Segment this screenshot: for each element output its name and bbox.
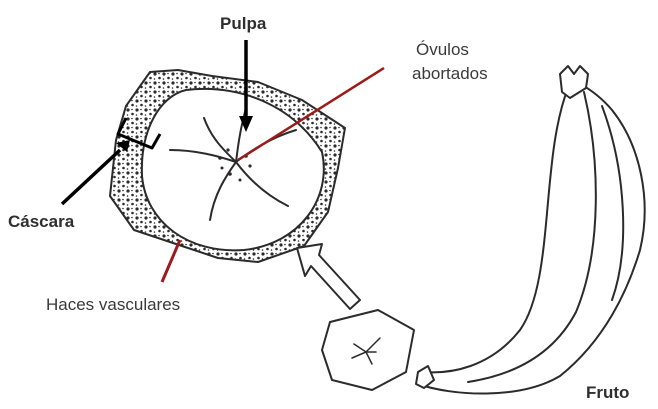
fruto-label: Fruto [586,383,629,403]
haces-vasculares-label: Haces vasculares [46,295,180,315]
locule-lines [170,108,296,220]
pulpa-label: Pulpa [220,14,266,34]
small-cross-section [322,310,414,390]
banana-fruit [416,66,645,394]
haces-pointer [162,240,180,282]
cascara-label: Cáscara [8,212,74,232]
cross-section [110,70,345,262]
hollow-arrow-icon [297,244,360,309]
ovulos-label-line1: Óvulos [416,40,469,60]
ovulos-label-line2: abortados [412,64,488,84]
peel-ring [110,70,345,262]
